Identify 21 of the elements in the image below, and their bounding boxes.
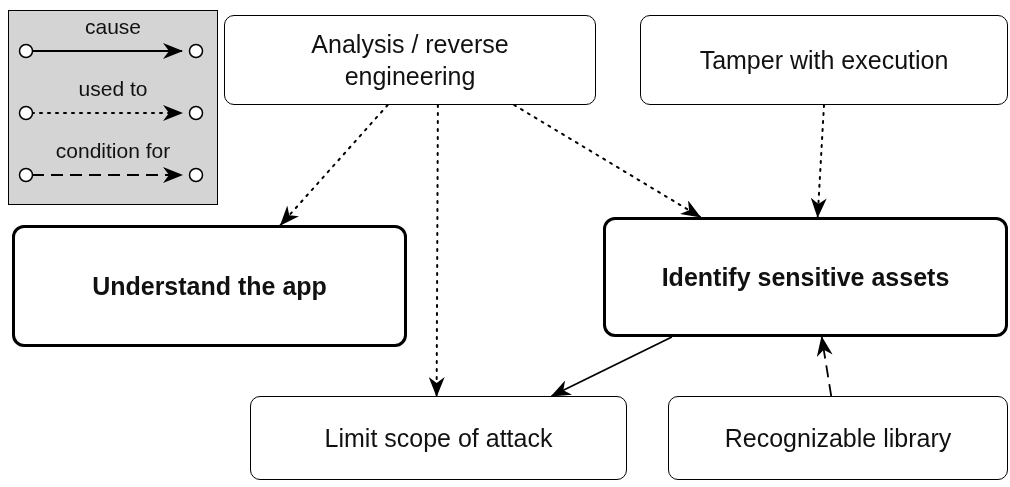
key-goal-box xyxy=(12,225,407,347)
arrow xyxy=(428,104,445,397)
legend-label: cause xyxy=(84,15,141,39)
arrow xyxy=(513,104,702,218)
process-box xyxy=(640,15,1008,105)
legend-label: used to xyxy=(78,77,148,101)
node-label: Identify sensitive assets xyxy=(661,261,950,293)
arrow xyxy=(810,104,827,218)
node-label: Analysis / reverse engineering xyxy=(310,28,510,92)
arrow xyxy=(816,336,833,397)
arrow xyxy=(550,336,673,397)
legend-label: condition for xyxy=(55,139,171,163)
process-box xyxy=(668,396,1008,480)
node-label: Understand the app xyxy=(92,270,327,302)
process-box xyxy=(250,396,627,480)
node-label: Limit scope of attack xyxy=(324,422,553,454)
node-label: Tamper with execution xyxy=(699,44,949,76)
arrow xyxy=(279,104,389,226)
process-box xyxy=(224,15,596,105)
node-label: Recognizable library xyxy=(724,422,952,454)
key-goal-box xyxy=(603,217,1008,337)
